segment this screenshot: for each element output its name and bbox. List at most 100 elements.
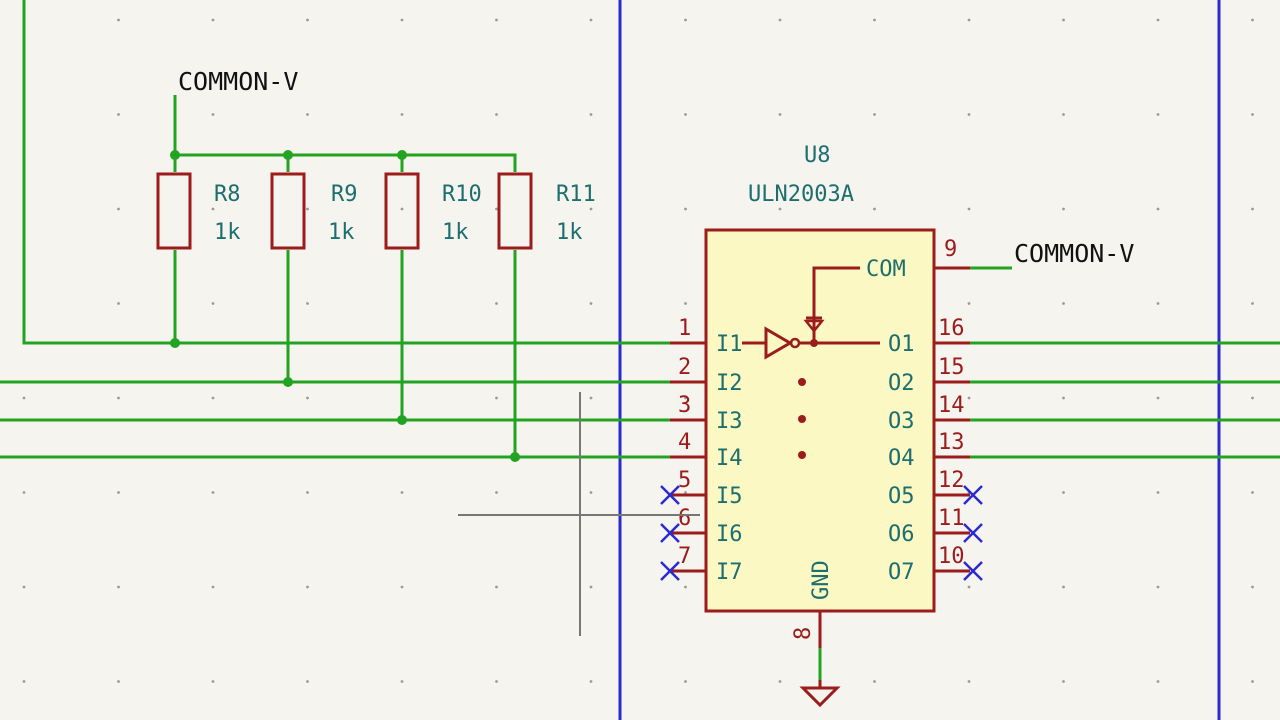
resistor-r8[interactable]: R8 1k bbox=[156, 172, 241, 250]
grid-dot bbox=[778, 113, 782, 116]
grid-dot bbox=[1156, 113, 1160, 116]
grid-dot bbox=[778, 18, 782, 22]
grid-dot bbox=[873, 18, 876, 22]
pin-name: O7 bbox=[888, 560, 915, 585]
grid-dot bbox=[589, 113, 593, 116]
grid-dot bbox=[400, 207, 404, 211]
resistor-r10[interactable]: R10 1k bbox=[384, 172, 482, 250]
junction-dot bbox=[510, 452, 520, 462]
grid-dot bbox=[306, 207, 309, 211]
grid-dot bbox=[1251, 491, 1254, 494]
no-connect-marker bbox=[660, 485, 680, 505]
pin-number: 7 bbox=[678, 544, 691, 569]
grid-dot bbox=[211, 302, 215, 305]
grid-dot bbox=[22, 585, 26, 589]
grid-dot bbox=[306, 396, 309, 400]
grid-dot bbox=[495, 585, 498, 589]
driver-schematic bbox=[742, 266, 880, 459]
grid-dot bbox=[1062, 491, 1065, 494]
grid-dot bbox=[117, 491, 120, 494]
grid-dot bbox=[684, 302, 687, 305]
no-connect-marker bbox=[963, 561, 983, 581]
grid-dot bbox=[967, 396, 971, 400]
grid-dot bbox=[22, 680, 26, 683]
left-pins: 1 2 3 4 5 6 7 I1 I2 I3 I4 I5 I6 I7 bbox=[670, 316, 743, 585]
grid-dot bbox=[1062, 396, 1065, 400]
grid-dot bbox=[589, 491, 593, 494]
grid-dot bbox=[1156, 396, 1160, 400]
pin-name: I3 bbox=[716, 409, 743, 434]
wire-common-v bbox=[173, 95, 517, 172]
pin-name-gnd: GND bbox=[809, 560, 834, 600]
grid-dot bbox=[967, 302, 971, 305]
grid-dot bbox=[400, 18, 404, 22]
grid-dot bbox=[684, 491, 687, 494]
grid-dot bbox=[211, 18, 215, 22]
resistor-r9[interactable]: R9 1k bbox=[270, 172, 358, 250]
junction-dot bbox=[397, 150, 407, 160]
grid-dot bbox=[873, 680, 876, 683]
resistor-value: 1k bbox=[328, 220, 355, 245]
grid-dot bbox=[1156, 680, 1160, 683]
ic-value: ULN2003A bbox=[748, 182, 854, 207]
pin-name: I1 bbox=[716, 332, 743, 357]
grid-dot bbox=[117, 18, 120, 22]
grid-dot bbox=[117, 585, 120, 589]
grid-dot bbox=[306, 302, 309, 305]
grid-dot bbox=[589, 302, 593, 305]
grid-dot bbox=[684, 396, 687, 400]
crosshair-cursor bbox=[458, 392, 700, 636]
resistor-ref: R9 bbox=[331, 182, 358, 207]
grid-dot bbox=[967, 113, 971, 116]
grid-dot bbox=[117, 680, 120, 683]
resistor-r11[interactable]: R11 1k bbox=[497, 172, 596, 250]
grid-dot bbox=[117, 113, 120, 116]
pin-number-com: 9 bbox=[944, 237, 957, 262]
no-connect-marker bbox=[660, 523, 680, 543]
grid-dot bbox=[400, 680, 404, 683]
grid-dot bbox=[306, 585, 309, 589]
grid-dot bbox=[22, 491, 26, 494]
grid-dot bbox=[589, 18, 593, 22]
grid-dot bbox=[1251, 18, 1254, 22]
net-label-common-v-right[interactable]: COMMON-V bbox=[1014, 239, 1134, 268]
no-connect-marker bbox=[963, 523, 983, 543]
grid-dot bbox=[211, 113, 215, 116]
grid-dot bbox=[589, 680, 593, 683]
junction-dot bbox=[170, 338, 180, 348]
grid-dot bbox=[873, 207, 876, 211]
grid-dot bbox=[967, 585, 971, 589]
no-connect-marker bbox=[963, 485, 983, 505]
pin-name: I6 bbox=[716, 522, 743, 547]
grid-dot bbox=[1251, 302, 1254, 305]
resistor-ref: R11 bbox=[556, 182, 596, 207]
grid-dot bbox=[495, 302, 498, 305]
grid-dot bbox=[589, 396, 593, 400]
grid-dot bbox=[589, 207, 593, 211]
grid-dot bbox=[1156, 491, 1160, 494]
pin-name: I5 bbox=[716, 484, 743, 509]
grid-dot bbox=[967, 207, 971, 211]
pin-name: O1 bbox=[888, 332, 915, 357]
grid-dot bbox=[967, 18, 971, 22]
grid-dot bbox=[117, 302, 120, 305]
grid-dot bbox=[1156, 207, 1160, 211]
grid-dot bbox=[495, 207, 498, 211]
pin-number: 11 bbox=[938, 506, 965, 531]
grid-dot bbox=[117, 396, 120, 400]
pin-number: 1 bbox=[678, 316, 691, 341]
ground-symbol[interactable] bbox=[799, 686, 841, 708]
net-label-common-v-left[interactable]: COMMON-V bbox=[178, 67, 298, 96]
grid-dot bbox=[1251, 207, 1254, 211]
grid-dot bbox=[306, 680, 309, 683]
no-connect-marker bbox=[660, 561, 680, 581]
ic-u8[interactable]: U8 ULN2003A 9 COM bbox=[670, 143, 970, 648]
pin-name: O5 bbox=[888, 484, 915, 509]
pin-name: I7 bbox=[716, 560, 743, 585]
resistor-value: 1k bbox=[556, 220, 583, 245]
wires[interactable] bbox=[0, 0, 1280, 680]
grid-dot bbox=[22, 396, 26, 400]
grid-dot bbox=[495, 491, 498, 494]
grid-dot bbox=[1156, 18, 1160, 22]
